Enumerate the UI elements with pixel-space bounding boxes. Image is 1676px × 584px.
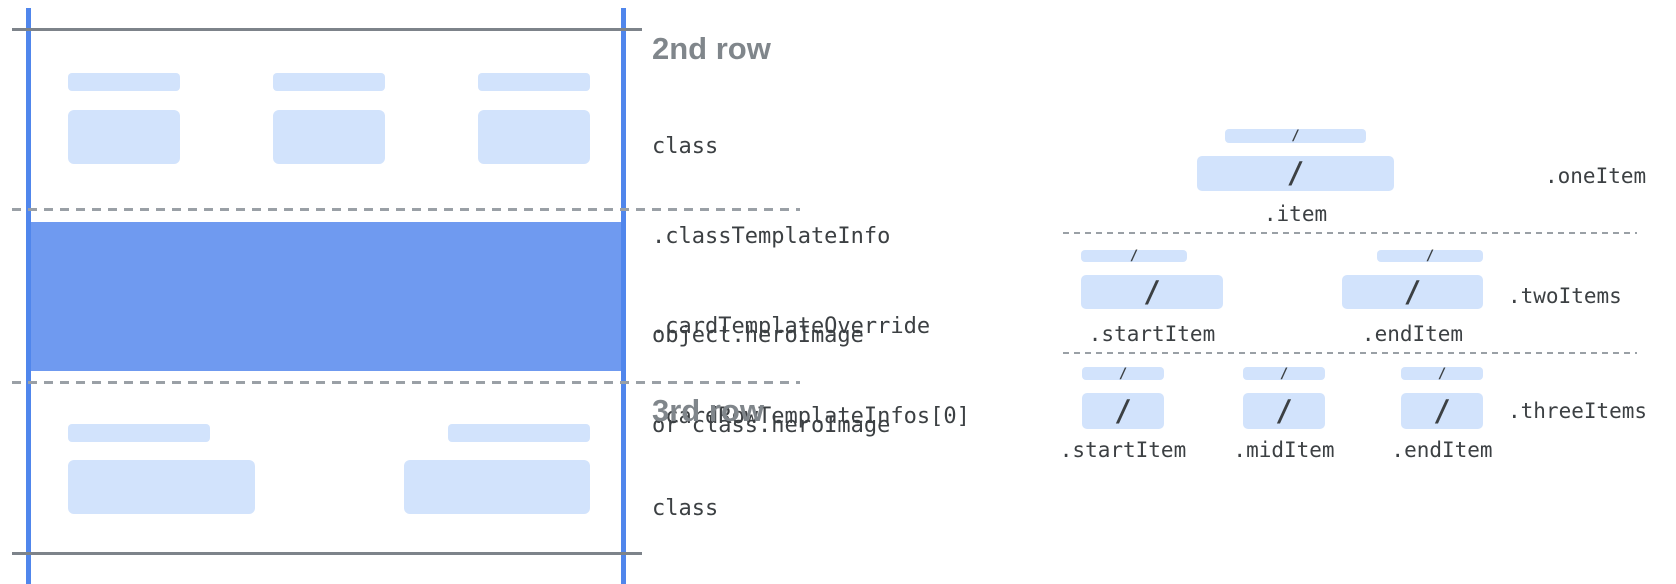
code-line: .cardTemplateOverride xyxy=(652,314,931,339)
three-items-end-label-bar: / xyxy=(1401,365,1483,382)
diagram-separator-dashed-line xyxy=(1063,232,1637,234)
card-right-edge-line xyxy=(621,8,626,584)
two-items-side-label: .twoItems xyxy=(1508,284,1622,308)
code-line: class xyxy=(652,496,719,521)
two-items-end-label: .endItem xyxy=(1361,322,1464,346)
code-line: .classTemplateInfo xyxy=(652,224,891,249)
row2-class-path: class .classTemplateInfo .cardTemplateOv… xyxy=(652,72,970,492)
three-items-mid-value-bar: / xyxy=(1243,393,1325,429)
row2-item2-value-box xyxy=(273,110,385,164)
row3-end-label-bar xyxy=(448,424,590,442)
row2-heading: 2nd row xyxy=(652,31,771,66)
three-items-mid-label: .midItem xyxy=(1233,438,1335,462)
hero-image-path: object.heroImage or class.heroImage xyxy=(652,261,890,501)
slash-mark: / xyxy=(1286,156,1305,190)
code-line: object.heroImage xyxy=(652,323,864,348)
two-items-start-label-bar: / xyxy=(1081,248,1187,264)
slash-mark: / xyxy=(1425,248,1435,264)
code-line: or class.heroImage xyxy=(652,413,891,438)
slash-mark: / xyxy=(1118,365,1128,382)
three-items-start-label: .startItem xyxy=(1059,438,1187,462)
row3-start-value-box xyxy=(68,460,255,514)
row-separator-dashed-line-bottom xyxy=(12,381,800,384)
row3-class-path: class .classTemplateInfo .cardTemplateOv… xyxy=(652,434,970,584)
two-items-end-label-bar: / xyxy=(1377,248,1483,264)
one-item-label: .item xyxy=(1263,202,1328,226)
slash-mark: / xyxy=(1129,248,1139,264)
slash-mark: / xyxy=(1279,365,1289,382)
slash-mark: / xyxy=(1143,274,1161,309)
diagram-separator-dashed-line xyxy=(1063,352,1637,354)
slash-mark: / xyxy=(1275,393,1293,428)
two-items-start-label: .startItem xyxy=(1088,322,1216,346)
three-items-end-label: .endItem xyxy=(1391,438,1493,462)
three-items-start-value-bar: / xyxy=(1082,393,1164,429)
row2-item3-value-box xyxy=(478,110,590,164)
row3-end-value-box xyxy=(404,460,590,514)
three-items-start-label-bar: / xyxy=(1082,365,1164,382)
code-line: .cardRowTemplateInfos[0] xyxy=(652,404,970,429)
slash-mark: / xyxy=(1403,274,1422,309)
row-separator-dashed-line-top xyxy=(12,208,800,211)
two-items-end-value-bar: / xyxy=(1342,275,1483,309)
slash-mark: / xyxy=(1433,393,1451,428)
card-top-line xyxy=(12,28,642,31)
row2-item1-value-box xyxy=(68,110,180,164)
one-item-value-bar: / xyxy=(1197,156,1394,191)
card-left-edge-line xyxy=(26,8,31,584)
slash-mark: / xyxy=(1114,393,1132,428)
three-items-end-value-bar: / xyxy=(1401,393,1483,429)
one-item-side-label: .oneItem xyxy=(1545,164,1647,188)
slash-mark: / xyxy=(1437,365,1447,382)
two-items-start-value-bar: / xyxy=(1081,275,1223,309)
three-items-side-label: .threeItems xyxy=(1508,399,1648,423)
row2-item2-label-bar xyxy=(273,73,385,91)
hero-image-band xyxy=(31,222,621,371)
row2-item3-label-bar xyxy=(478,73,590,91)
row3-heading: 3rd row xyxy=(652,393,764,428)
three-items-mid-label-bar: / xyxy=(1243,365,1325,382)
one-item-label-bar: / xyxy=(1225,129,1366,143)
slash-mark: / xyxy=(1291,128,1300,144)
code-line: class xyxy=(652,134,719,159)
row3-start-label-bar xyxy=(68,424,210,442)
row2-item1-label-bar xyxy=(68,73,180,91)
card-bottom-line xyxy=(12,552,642,555)
